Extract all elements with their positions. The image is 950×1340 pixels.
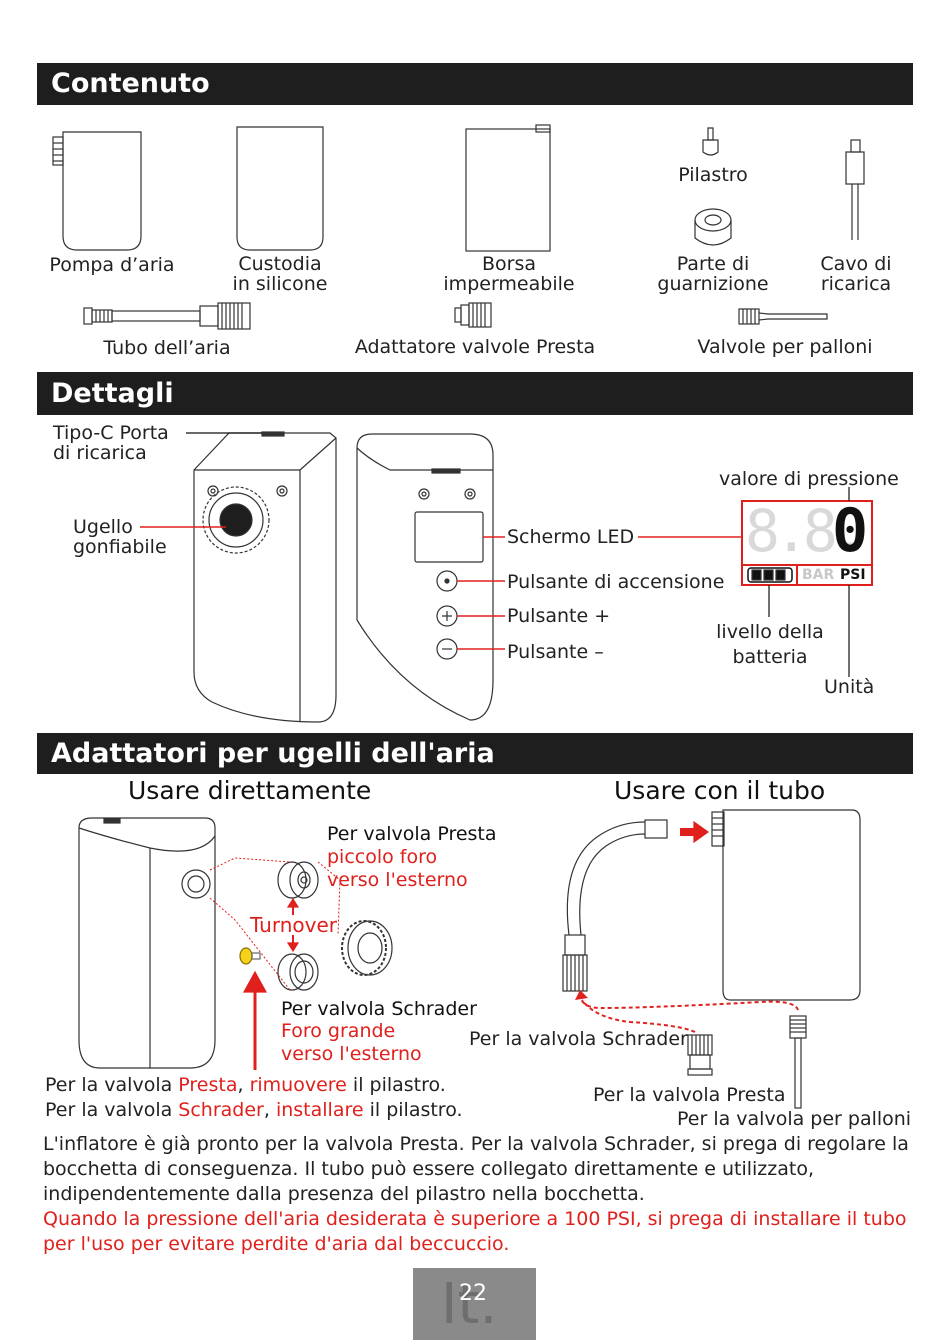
note-highlight: Schrader bbox=[178, 1099, 264, 1121]
note-text: il pilastro. bbox=[363, 1099, 463, 1121]
ball-needle-vertical bbox=[789, 1015, 807, 1109]
label-plus-button: Pulsante + bbox=[507, 605, 611, 627]
turnover-label: Turnover bbox=[250, 913, 338, 937]
label-typec-line1: Tipo-C Porta bbox=[53, 422, 169, 444]
label-case-line2: in silicone bbox=[232, 273, 328, 295]
label-cable-line1: Cavo di bbox=[820, 253, 892, 275]
label-gasket-line1: Parte di bbox=[676, 253, 750, 275]
note-text: , bbox=[237, 1074, 250, 1096]
presta-adapter-drawing bbox=[454, 302, 492, 328]
note-text: il pilastro. bbox=[346, 1074, 446, 1096]
schrader-ring-drawing bbox=[277, 953, 319, 991]
display-last-digit: 0 bbox=[832, 496, 869, 566]
subtitle-direct: Usare direttamente bbox=[128, 776, 372, 805]
note-text: , bbox=[263, 1099, 276, 1121]
dotted-guides bbox=[209, 857, 341, 991]
label-bag-line2: impermeabile bbox=[443, 273, 575, 295]
subtitle-hose: Usare con il tubo bbox=[614, 776, 826, 805]
note-highlight: installare bbox=[275, 1099, 364, 1121]
cable-drawing bbox=[845, 139, 865, 240]
label-battery-line2: batteria bbox=[732, 646, 808, 668]
schrader-hole-line1: Foro grande bbox=[281, 1020, 396, 1042]
warning-line: Quando la pressione dell'aria desiderata… bbox=[43, 1208, 907, 1230]
hose-ball-label: Per la valvola per palloni bbox=[677, 1108, 912, 1130]
case-drawing bbox=[236, 126, 324, 251]
presta-adapter-small bbox=[687, 1034, 713, 1076]
label-battery-line1: livello della bbox=[716, 621, 824, 643]
label-gasket-line2: guarnizione bbox=[657, 273, 769, 295]
pump-direct-drawing bbox=[78, 817, 216, 1069]
red-arrows bbox=[242, 820, 710, 1070]
label-minus-button: Pulsante – bbox=[507, 641, 604, 663]
label-typec-line2: di ricarica bbox=[53, 442, 147, 464]
pump-hose-drawing bbox=[711, 809, 861, 1001]
paragraph-line: L'inflatore è già pronto per la valvola … bbox=[43, 1133, 909, 1155]
page-number: 22 bbox=[459, 1281, 487, 1306]
label-hose: Tubo dell’aria bbox=[103, 337, 231, 359]
hose-curve-drawing bbox=[562, 819, 668, 992]
presta-hole-line2: verso l'esterno bbox=[327, 869, 468, 891]
section-title: Adattatori per ugelli dell'aria bbox=[51, 738, 495, 769]
direct-note-2: Per la valvola Schrader, installare il p… bbox=[45, 1099, 463, 1121]
section-header-contents: Contenuto bbox=[37, 63, 913, 105]
pump-back-drawing bbox=[356, 433, 494, 721]
note-highlight: rimuovere bbox=[249, 1074, 347, 1096]
warning-line: per l'uso per evitare perdite d'aria dal… bbox=[43, 1233, 510, 1255]
label-cable-line2: ricarica bbox=[820, 273, 892, 295]
page-footer-tab: It. 22 bbox=[413, 1268, 536, 1340]
direct-note-1: Per la valvola Presta, rimuovere il pila… bbox=[45, 1074, 446, 1096]
paragraph-line: bocchetta di conseguenza. Il tubo può es… bbox=[43, 1158, 814, 1180]
label-unit: Unità bbox=[824, 676, 875, 698]
section-title: Contenuto bbox=[51, 68, 210, 99]
label-led-screen: Schermo LED bbox=[507, 526, 635, 548]
hose-dashed-arrows bbox=[579, 997, 799, 1033]
nut-drawing bbox=[341, 920, 393, 976]
section-header-adapters: Adattatori per ugelli dell'aria bbox=[37, 733, 913, 774]
schrader-valve-label: Per valvola Schrader bbox=[281, 998, 477, 1020]
paragraph-line: indipendentemente dalla presenza del pil… bbox=[43, 1183, 645, 1205]
note-text: Per la valvola bbox=[45, 1099, 179, 1121]
display-bar-unit: BAR bbox=[802, 567, 835, 583]
pillar-yellow bbox=[239, 947, 261, 965]
label-pillar: Pilastro bbox=[678, 164, 748, 186]
presta-valve-label: Per valvola Presta bbox=[327, 823, 497, 845]
hose-schrader-label: Per la valvola Schrader bbox=[469, 1028, 688, 1050]
label-nozzle-line1: Ugello bbox=[73, 516, 133, 538]
gasket-drawing bbox=[694, 208, 732, 246]
pump-drawing bbox=[52, 131, 142, 251]
display-digits: 8.8. bbox=[745, 497, 867, 565]
display-panel bbox=[741, 500, 873, 586]
instructions-paragraph: L'inflatore è già pronto per la valvola … bbox=[43, 1132, 913, 1257]
label-case-line1: Custodia bbox=[238, 253, 322, 275]
label-presta-adapter: Adattatore valvole Presta bbox=[354, 336, 596, 358]
hose-drawing bbox=[83, 302, 251, 330]
label-pump: Pompa d’aria bbox=[49, 254, 175, 276]
pillar-drawing bbox=[702, 127, 719, 156]
note-highlight: Presta bbox=[178, 1074, 238, 1096]
section-header-details: Dettagli bbox=[37, 372, 913, 415]
red-callout-lines bbox=[140, 526, 742, 650]
label-power-button: Pulsante di accensione bbox=[507, 571, 725, 593]
label-nozzle-line2: gonfiabile bbox=[73, 536, 167, 558]
presta-ring-drawing bbox=[277, 861, 319, 899]
language-code: It. bbox=[441, 1272, 498, 1337]
callout-lines bbox=[186, 432, 850, 677]
display-psi-unit: PSI bbox=[840, 567, 866, 583]
note-text: Per la valvola bbox=[45, 1074, 179, 1096]
label-ball-valve: Valvole per palloni bbox=[697, 336, 873, 358]
label-bag-line1: Borsa bbox=[481, 253, 536, 275]
section-title: Dettagli bbox=[51, 378, 174, 409]
hose-presta-label: Per la valvola Presta bbox=[593, 1084, 786, 1106]
bag-drawing bbox=[465, 124, 551, 252]
schrader-hole-line2: verso l'esterno bbox=[281, 1043, 422, 1065]
presta-hole-line1: piccolo foro bbox=[327, 846, 438, 868]
ball-needle-drawing bbox=[738, 308, 828, 325]
pump-front-drawing bbox=[193, 431, 337, 723]
label-pressure-value: valore di pressione bbox=[719, 468, 899, 490]
